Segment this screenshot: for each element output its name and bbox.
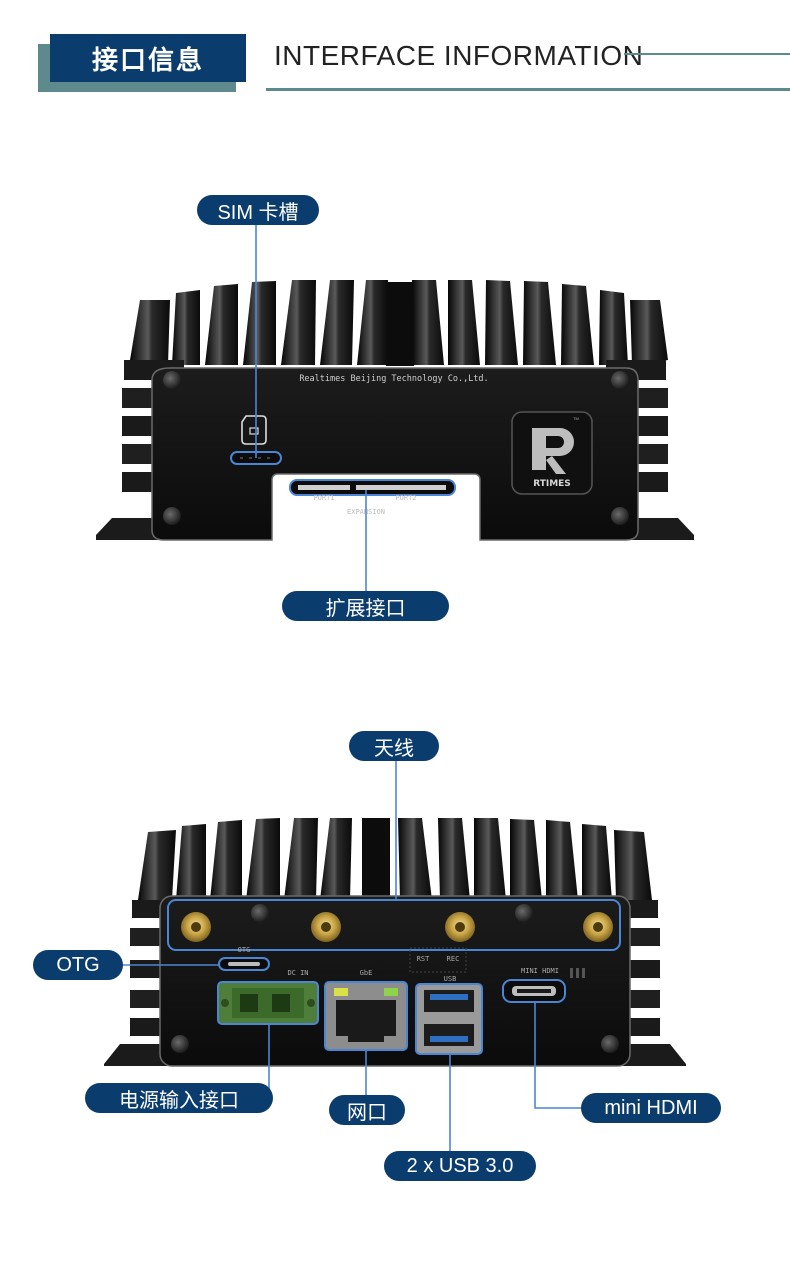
port1-label: PORT1 [313, 494, 334, 502]
logo-text: RTIMES [533, 479, 571, 489]
screw-icon [601, 1035, 619, 1053]
front-heatsink-fins [130, 280, 668, 366]
dcin-label: DC IN [287, 969, 308, 977]
back-device: OTG DC IN GbE RST REC USB MINI HDMI [104, 818, 686, 1067]
antenna-connector [311, 912, 341, 942]
usb-label: USB [444, 975, 457, 983]
screw-icon [611, 507, 629, 525]
section-title-en: INTERFACE INFORMATION [274, 40, 644, 71]
antenna-row-highlight[interactable] [167, 899, 621, 951]
front-device: Realtimes Beijing Technology Co.,Ltd. RT… [96, 280, 694, 541]
section-title-cn: 接口信息 [50, 34, 246, 82]
screw-icon [163, 507, 181, 525]
header-rule-top [624, 53, 790, 55]
callout-sim-slot: SIM 卡槽 [198, 196, 318, 224]
antenna-connector [445, 912, 475, 942]
gbe-label: GbE [360, 969, 373, 977]
antenna-connector [583, 912, 613, 942]
logo-tm: TM [573, 416, 579, 421]
callout-power-input: 电源输入接口 [86, 1084, 272, 1112]
hdmi-callout-line [534, 1002, 584, 1109]
sim-card-icon [241, 415, 267, 445]
antenna-connector [181, 912, 211, 942]
callout-otg: OTG [34, 951, 122, 979]
rst-label: RST [417, 955, 430, 963]
rec-label: REC [447, 955, 460, 963]
callout-network-port: 网口 [330, 1096, 404, 1124]
port2-label: PORT2 [395, 494, 416, 502]
header-rule-bottom [266, 88, 790, 91]
callout-antenna: 天线 [350, 732, 438, 760]
callout-mini-hdmi: mini HDMI [582, 1094, 720, 1122]
otg-port-label: OTG [238, 946, 251, 954]
screw-icon [611, 371, 629, 389]
screw-icon [251, 904, 269, 922]
screw-icon [163, 371, 181, 389]
hdmi-label: MINI HDMI [521, 967, 559, 975]
rtimes-logo: RTIMES TM [511, 411, 593, 495]
screw-icon [515, 904, 533, 922]
callout-expansion-port: 扩展接口 [283, 592, 448, 620]
front-company-text: Realtimes Beijing Technology Co.,Ltd. [299, 374, 488, 384]
front-panel [151, 367, 639, 541]
back-heatsink-fins [138, 818, 652, 900]
screw-icon [171, 1035, 189, 1053]
callout-usb: 2 x USB 3.0 [385, 1152, 535, 1180]
